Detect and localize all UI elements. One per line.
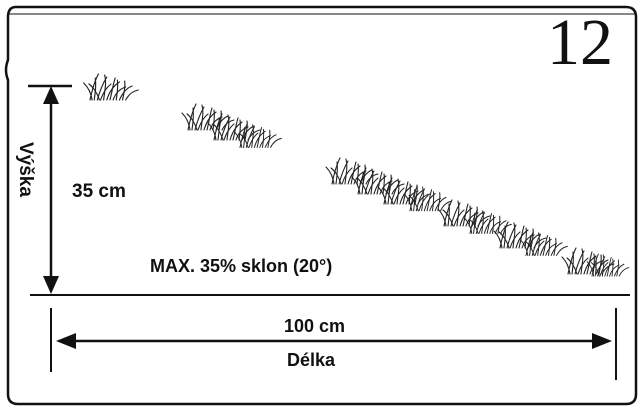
grass-slope: [83, 73, 630, 277]
grass-tuft-icon: [561, 247, 615, 275]
grass-tuft-icon: [520, 231, 568, 256]
slope-label: MAX. 35% sklon (20°): [150, 256, 333, 276]
grass-tuft-icon: [351, 167, 405, 195]
grass-tuft-icon: [404, 185, 452, 212]
grass-tuft-icon: [325, 157, 379, 185]
frame-border: [4, 5, 638, 406]
page-number: 12: [547, 6, 613, 79]
grass-tuft-icon: [234, 123, 282, 148]
arrow-left-icon: [56, 333, 76, 349]
arrow-down-icon: [43, 276, 59, 294]
height-label: Výška: [15, 142, 36, 197]
length-arrow: [56, 333, 612, 349]
length-value: 100 cm: [284, 316, 346, 336]
grass-tuft-icon: [83, 73, 139, 101]
arrow-up-icon: [43, 86, 59, 104]
grass-tuft-icon: [207, 113, 261, 141]
length-label: Délka: [287, 350, 336, 370]
height-arrow: [43, 86, 59, 294]
grass-tuft-icon: [493, 221, 547, 249]
height-value: 35 cm: [72, 181, 126, 202]
grass-tuft-icon: [377, 177, 431, 205]
grass-tuft-icon: [181, 103, 235, 131]
arrow-right-icon: [592, 333, 612, 349]
